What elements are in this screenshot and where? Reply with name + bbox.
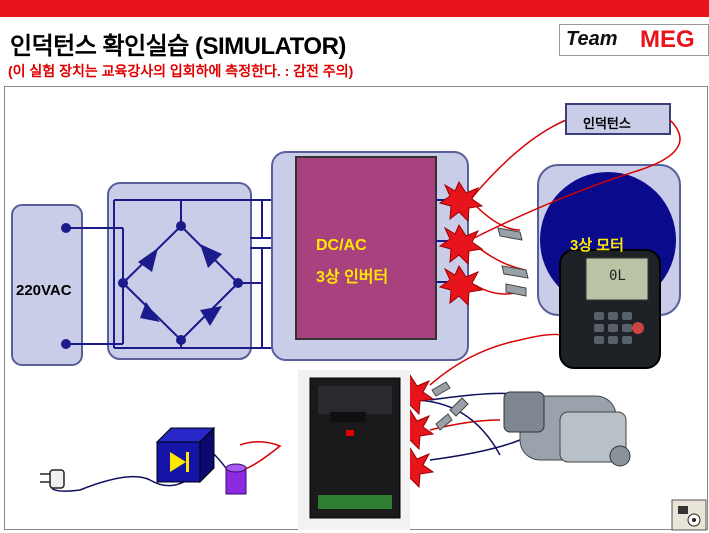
inductance-label: 인덕턴스	[583, 116, 631, 131]
top-accent-bar	[0, 0, 709, 17]
industrial-inverter	[298, 370, 410, 530]
diode-1	[138, 248, 158, 272]
inverter-run-button	[346, 430, 354, 436]
alligator-clips	[431, 227, 529, 431]
power-plug	[40, 469, 65, 489]
diode-4	[200, 306, 222, 326]
corner-nav-icon	[671, 499, 707, 531]
physical-motor	[503, 391, 631, 467]
diode-3	[140, 302, 160, 322]
ac-source-label: 220VAC	[16, 282, 72, 299]
spark-v	[438, 223, 484, 266]
meter-display-reading: 0L	[609, 268, 626, 284]
brand-meg-text: MEG	[640, 26, 695, 53]
brand-logo: Team MEG	[559, 24, 709, 56]
inverter-label-line1: DC/AC	[316, 237, 367, 254]
capacitor-cup	[225, 463, 247, 495]
brand-team-text: Team	[566, 28, 618, 50]
inverter-block	[295, 156, 437, 340]
diode-cube	[155, 426, 216, 484]
lcr-meter	[559, 249, 661, 369]
bridge-diodes	[138, 244, 222, 326]
diode-2	[200, 244, 222, 268]
motor-label: 3상 모터	[570, 237, 624, 254]
wires-dark	[50, 392, 521, 492]
bridge-nodes	[118, 221, 243, 345]
inverter-label-line2: 3상 인버터	[316, 269, 389, 286]
inductance-box	[565, 103, 671, 135]
page-subtitle: (이 실험 장치는 교육강사의 입회하에 측정한다. : 감전 주의)	[8, 63, 354, 79]
ac-source-panel	[11, 204, 83, 366]
page-title: 인덕턴스 확인실습 (SIMULATOR)	[10, 33, 346, 60]
dc-link-capacitor	[250, 237, 274, 249]
rectifier-panel	[107, 182, 252, 360]
spark-w	[438, 264, 484, 307]
spark-u	[438, 180, 484, 223]
meter-lcd	[585, 257, 649, 301]
meter-keypad	[594, 312, 632, 344]
